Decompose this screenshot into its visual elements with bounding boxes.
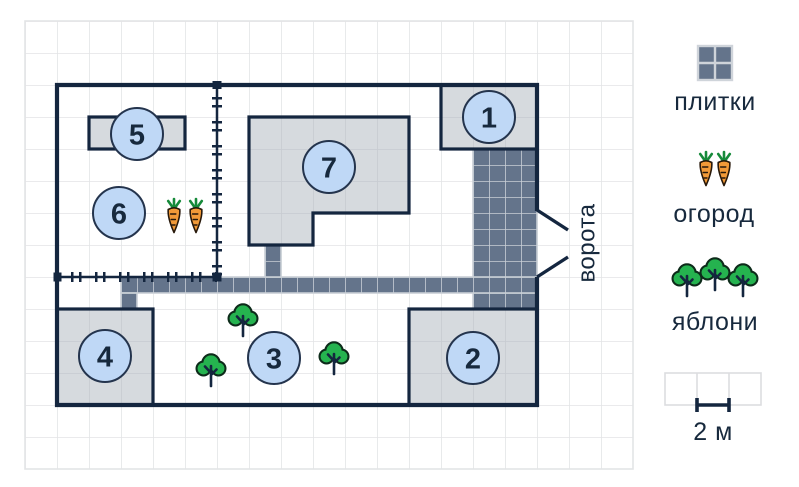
tiled-connector-region7 (264, 244, 282, 278)
region-5-label: 5 (129, 119, 145, 151)
legend-garden-label: огород (673, 200, 754, 228)
legend-apples-label: яблони (672, 308, 758, 336)
tiles-icon (696, 44, 734, 82)
plot-wall (54, 82, 540, 408)
gate-pointer-bottom (536, 255, 569, 279)
region-7-area (247, 115, 411, 247)
gate-pointers (536, 208, 569, 279)
region-2-label: 2 (465, 343, 481, 375)
scale-cells (664, 372, 762, 406)
region-1-badge: 1 (462, 90, 516, 144)
region-3-label: 3 (266, 343, 282, 375)
gate-pointer-top (536, 208, 569, 232)
region-2-badge: 2 (446, 331, 500, 385)
region-6-label: 6 (111, 198, 127, 230)
tiled-connector-region4 (120, 292, 138, 310)
region-6-badge: 6 (92, 186, 146, 240)
tiled-paths (120, 148, 538, 310)
region-7-label: 7 (321, 152, 337, 184)
legend: плитки огород яблони 2 м (664, 44, 762, 446)
legend-scale: 2 м (664, 372, 762, 446)
region-badges: 1 2 3 4 5 6 7 (78, 90, 516, 385)
region-4-label: 4 (97, 341, 113, 373)
region-1-label: 1 (481, 102, 497, 134)
tiled-path-horizontal (120, 276, 538, 294)
region-3-badge: 3 (247, 331, 301, 385)
region-5-badge: 5 (110, 107, 164, 161)
legend-scale-bar (695, 398, 731, 412)
gate-label: ворота (573, 203, 600, 282)
legend-scale-label: 2 м (693, 418, 733, 446)
region-4-badge: 4 (78, 329, 132, 383)
region-7-badge: 7 (302, 140, 356, 194)
legend-tiles-label: плитки (674, 88, 755, 116)
